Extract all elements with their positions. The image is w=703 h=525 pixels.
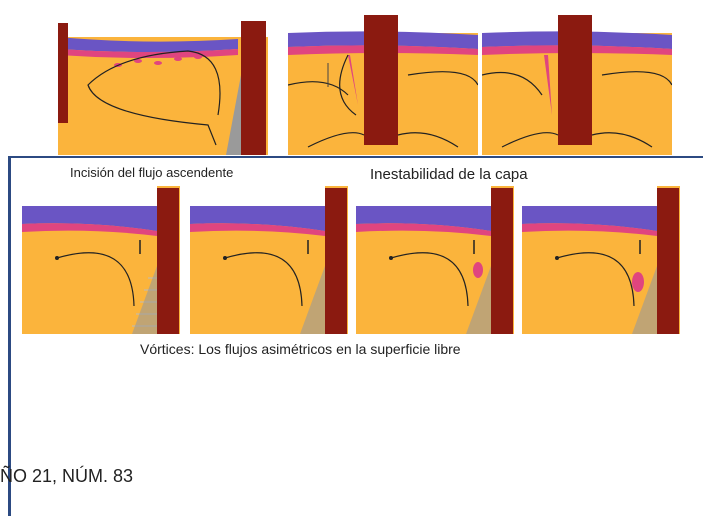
issue-footer: ÑO 21, NÚM. 83 (0, 466, 133, 487)
panel-vortex-4 (522, 186, 680, 334)
caption-layer-instability: Inestabilidad de la capa (370, 166, 528, 183)
caption-upflow-incision: Incisión del flujo ascendente (70, 165, 233, 180)
panel-vortex-1 (22, 186, 180, 334)
panel-layer-instability-1 (288, 15, 478, 155)
panel-vortex-2 (190, 186, 348, 334)
panel-layer-instability-2 (482, 15, 672, 155)
caption-vortices: Vórtices: Los flujos asimétricos en la s… (140, 341, 461, 357)
panel-vortex-3 (356, 186, 514, 334)
panel-upflow-incision (58, 15, 268, 155)
